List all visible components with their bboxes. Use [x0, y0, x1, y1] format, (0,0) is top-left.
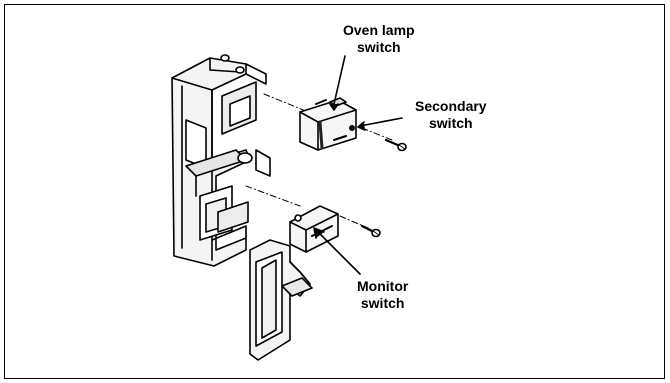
oven-lamp-switch-label: Oven lamp switch: [343, 22, 415, 56]
secondary-label-line1: Secondary: [415, 98, 487, 114]
switch-pair: [299, 97, 357, 151]
oven-lamp-label-line2: switch: [357, 39, 401, 55]
oven-lamp-label-line1: Oven lamp: [343, 22, 415, 38]
screw-upper: [384, 138, 407, 152]
monitor-label-line1: Monitor: [357, 278, 409, 294]
latch-housing: [171, 54, 271, 267]
secondary-switch-label: Secondary switch: [415, 98, 487, 132]
figure-frame: [4, 4, 665, 379]
leader-arrows: [313, 55, 403, 275]
screw-lower: [360, 224, 381, 238]
monitor-label-line2: switch: [360, 295, 405, 311]
monitor-switch-label: Monitor switch: [357, 278, 408, 312]
secondary-label-line2: switch: [429, 115, 473, 131]
door-hook: [249, 239, 313, 361]
